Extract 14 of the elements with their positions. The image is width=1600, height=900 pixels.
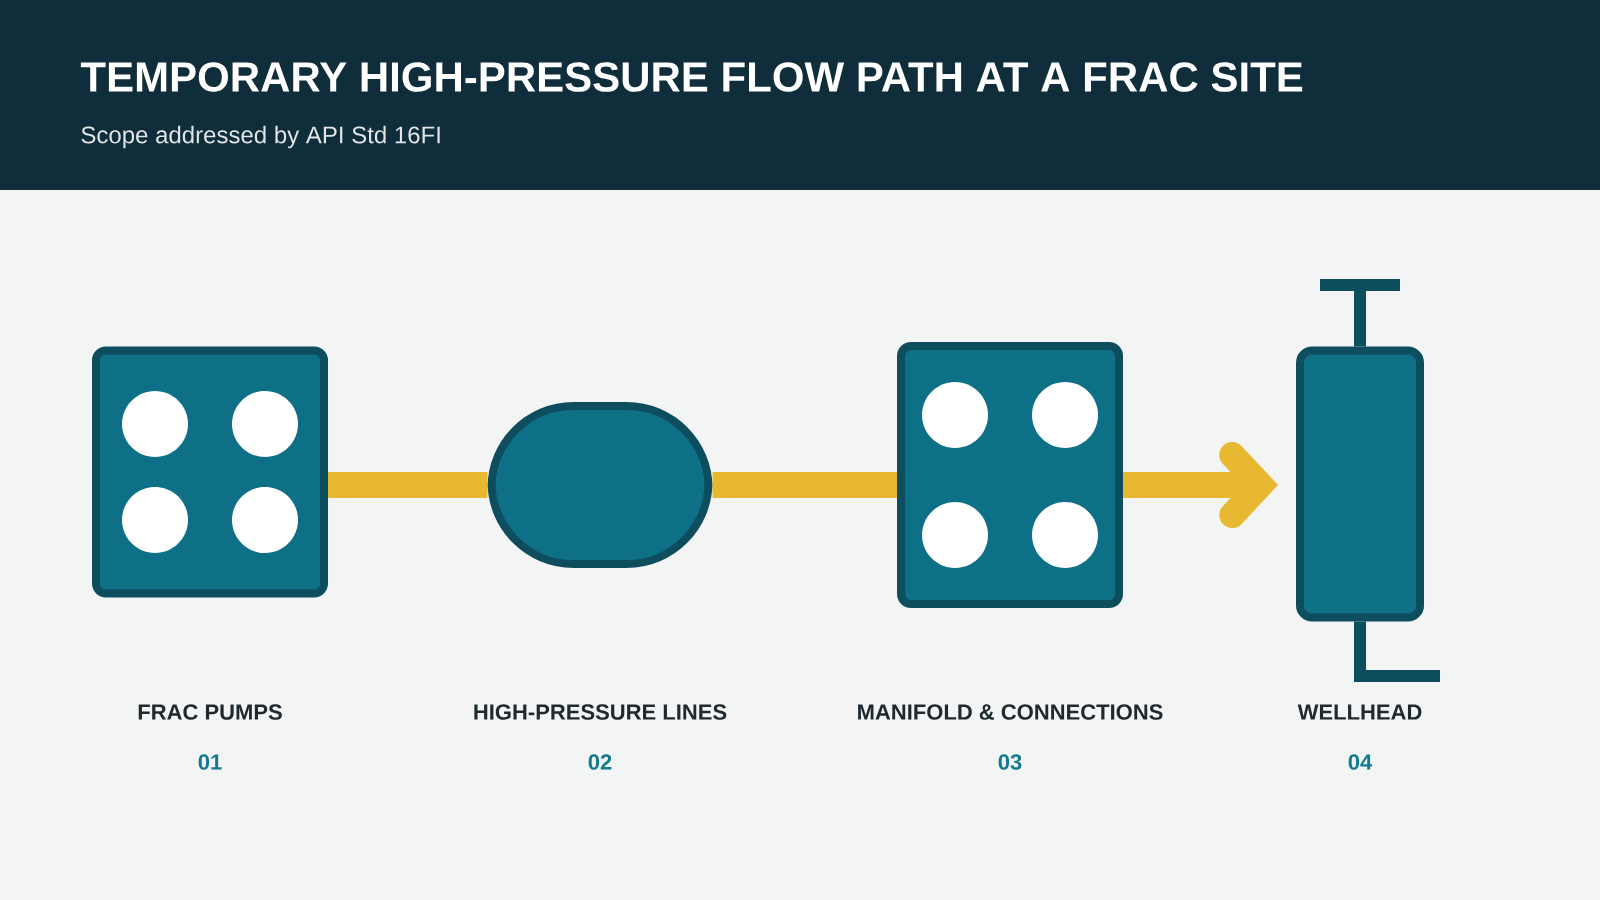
flow-arrow: [1123, 442, 1278, 528]
step-number: 04: [1348, 754, 1373, 770]
component-label: FRAC PUMPS: [138, 704, 282, 720]
step-number: 03: [998, 754, 1022, 770]
step-number: 01: [198, 754, 222, 770]
component-label: MANIFOLD & CONNECTIONS: [858, 704, 1163, 720]
pump-unit-drawing: [92, 346, 328, 598]
pump-unit-drawing: [897, 342, 1123, 608]
title: TEMPORARY HIGH-PRESSURE FLOW PATH AT A FRAC SITE: [80, 62, 1303, 92]
component-label: WELLHEAD: [1297, 704, 1422, 720]
step-number: 02: [588, 754, 612, 770]
component-label: HIGH-PRESSURE LINES: [474, 704, 727, 720]
wellhead-drawing: [1296, 279, 1440, 682]
subtitle: Scope addressed by API Std 16FI: [81, 125, 440, 149]
